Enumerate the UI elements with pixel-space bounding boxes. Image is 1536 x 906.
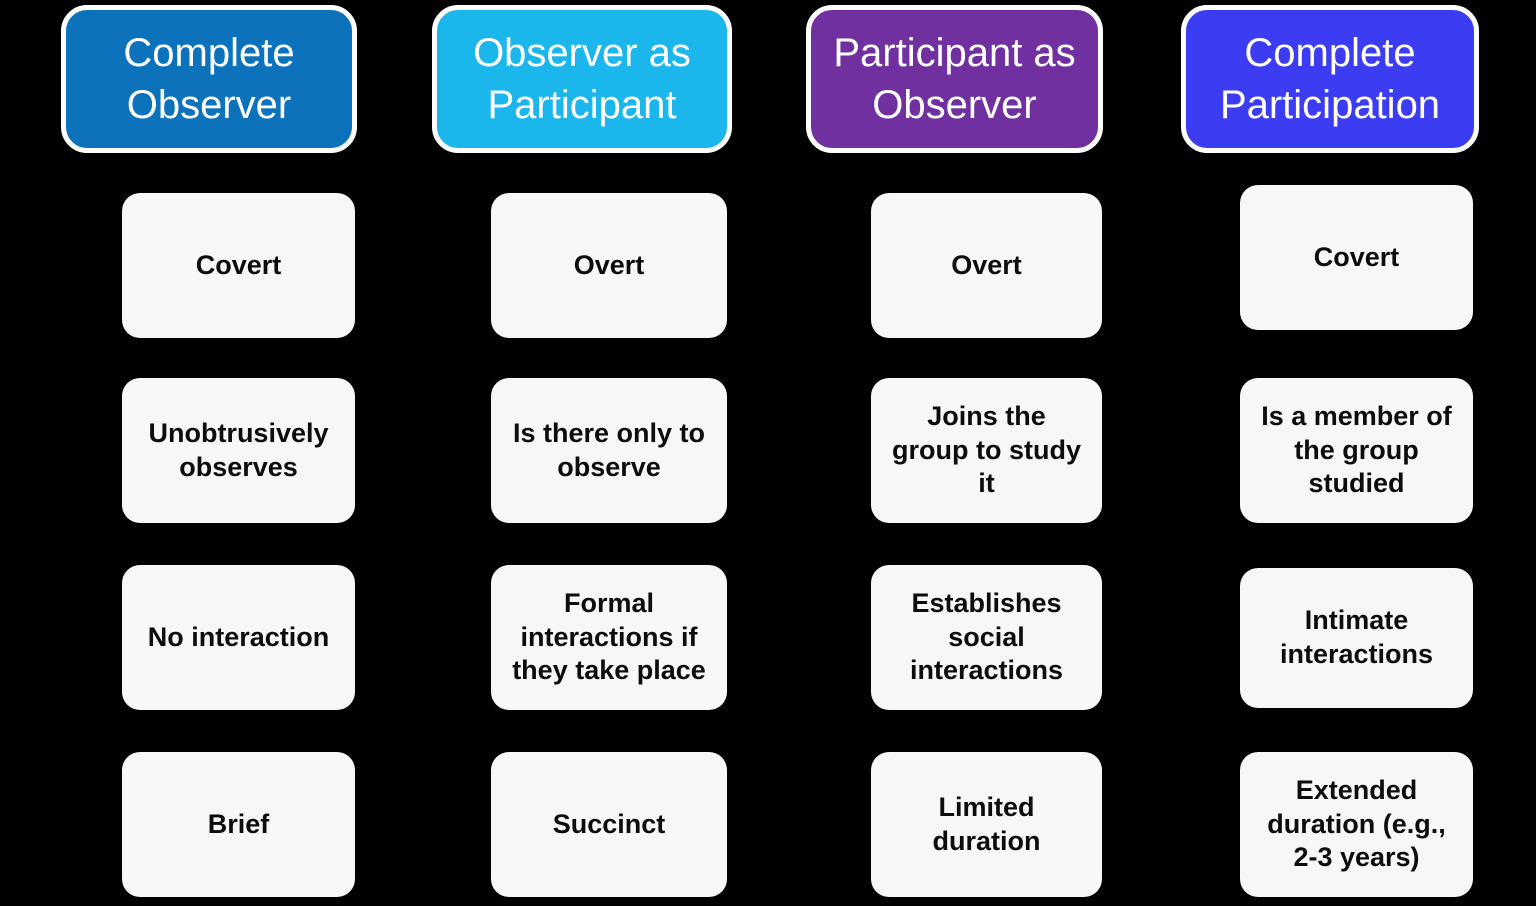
cell-complete-participation-interactions: Intimate interactions bbox=[1240, 568, 1473, 708]
header-participant-as-observer: Participant as Observer bbox=[806, 5, 1103, 153]
cell-complete-observer-duration: Brief bbox=[122, 752, 355, 897]
cell-participant-as-observer-overt: Overt bbox=[871, 193, 1102, 338]
cell-observer-as-participant-overt: Overt bbox=[491, 193, 727, 338]
cell-participant-as-observer-interactions: Establishes social interactions bbox=[871, 565, 1102, 710]
header-complete-participation: Complete Participation bbox=[1181, 5, 1479, 153]
header-complete-observer: Complete Observer bbox=[61, 5, 357, 153]
cell-participant-as-observer-duration: Limited duration bbox=[871, 752, 1102, 897]
cell-observer-as-participant-interactions: Formal interactions if they take place bbox=[491, 565, 727, 710]
cell-complete-participation-member: Is a member of the group studied bbox=[1240, 378, 1473, 523]
cell-complete-participation-covert: Covert bbox=[1240, 185, 1473, 330]
cell-observer-as-participant-duration: Succinct bbox=[491, 752, 727, 897]
cell-complete-observer-observes: Unobtrusively observes bbox=[122, 378, 355, 523]
cell-participant-as-observer-joins: Joins the group to study it bbox=[871, 378, 1102, 523]
cell-complete-observer-interaction: No interaction bbox=[122, 565, 355, 710]
cell-complete-participation-duration: Extended duration (e.g., 2-3 years) bbox=[1240, 752, 1473, 897]
header-observer-as-participant: Observer as Participant bbox=[432, 5, 732, 153]
cell-observer-as-participant-observe: Is there only to observe bbox=[491, 378, 727, 523]
cell-complete-observer-covert: Covert bbox=[122, 193, 355, 338]
